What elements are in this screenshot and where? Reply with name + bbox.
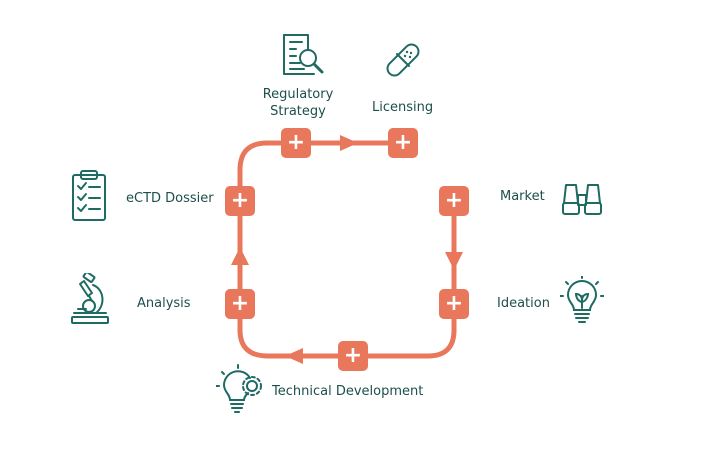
- expand-button-ideation[interactable]: +: [439, 289, 469, 319]
- step-label-ectd-dossier: eCTD Dossier: [126, 191, 214, 206]
- step-label-analysis: Analysis: [137, 296, 191, 311]
- binoculars-icon: [562, 184, 602, 215]
- lightbulb-gear-icon: [216, 364, 262, 413]
- step-label-technical-development: Technical Development: [272, 384, 424, 399]
- lightbulb-icon: [560, 276, 604, 323]
- capsule-icon: [386, 43, 420, 77]
- clipboard-checklist-icon: [72, 170, 106, 221]
- arrow-right: [340, 135, 358, 151]
- arrow-up: [231, 247, 249, 265]
- arrow-down: [445, 252, 463, 270]
- step-label-regulatory-strategy: Regulatory Strategy: [262, 87, 334, 119]
- loop-path-right-bottom: [237, 198, 457, 359]
- document-search-icon: [283, 34, 324, 75]
- expand-button-market[interactable]: +: [439, 186, 469, 216]
- step-label-ideation: Ideation: [497, 296, 550, 311]
- step-label-market: Market: [500, 189, 545, 204]
- microscope-icon: [71, 273, 109, 324]
- step-label-licensing: Licensing: [372, 100, 434, 115]
- expand-button-technical-development[interactable]: +: [338, 341, 368, 371]
- loop-path-left-top: [237, 140, 406, 308]
- expand-button-ectd-dossier[interactable]: +: [225, 186, 255, 216]
- expand-button-regulatory-strategy[interactable]: +: [281, 128, 311, 158]
- expand-button-analysis[interactable]: +: [225, 289, 255, 319]
- expand-button-licensing[interactable]: +: [388, 128, 418, 158]
- arrow-left: [285, 348, 303, 364]
